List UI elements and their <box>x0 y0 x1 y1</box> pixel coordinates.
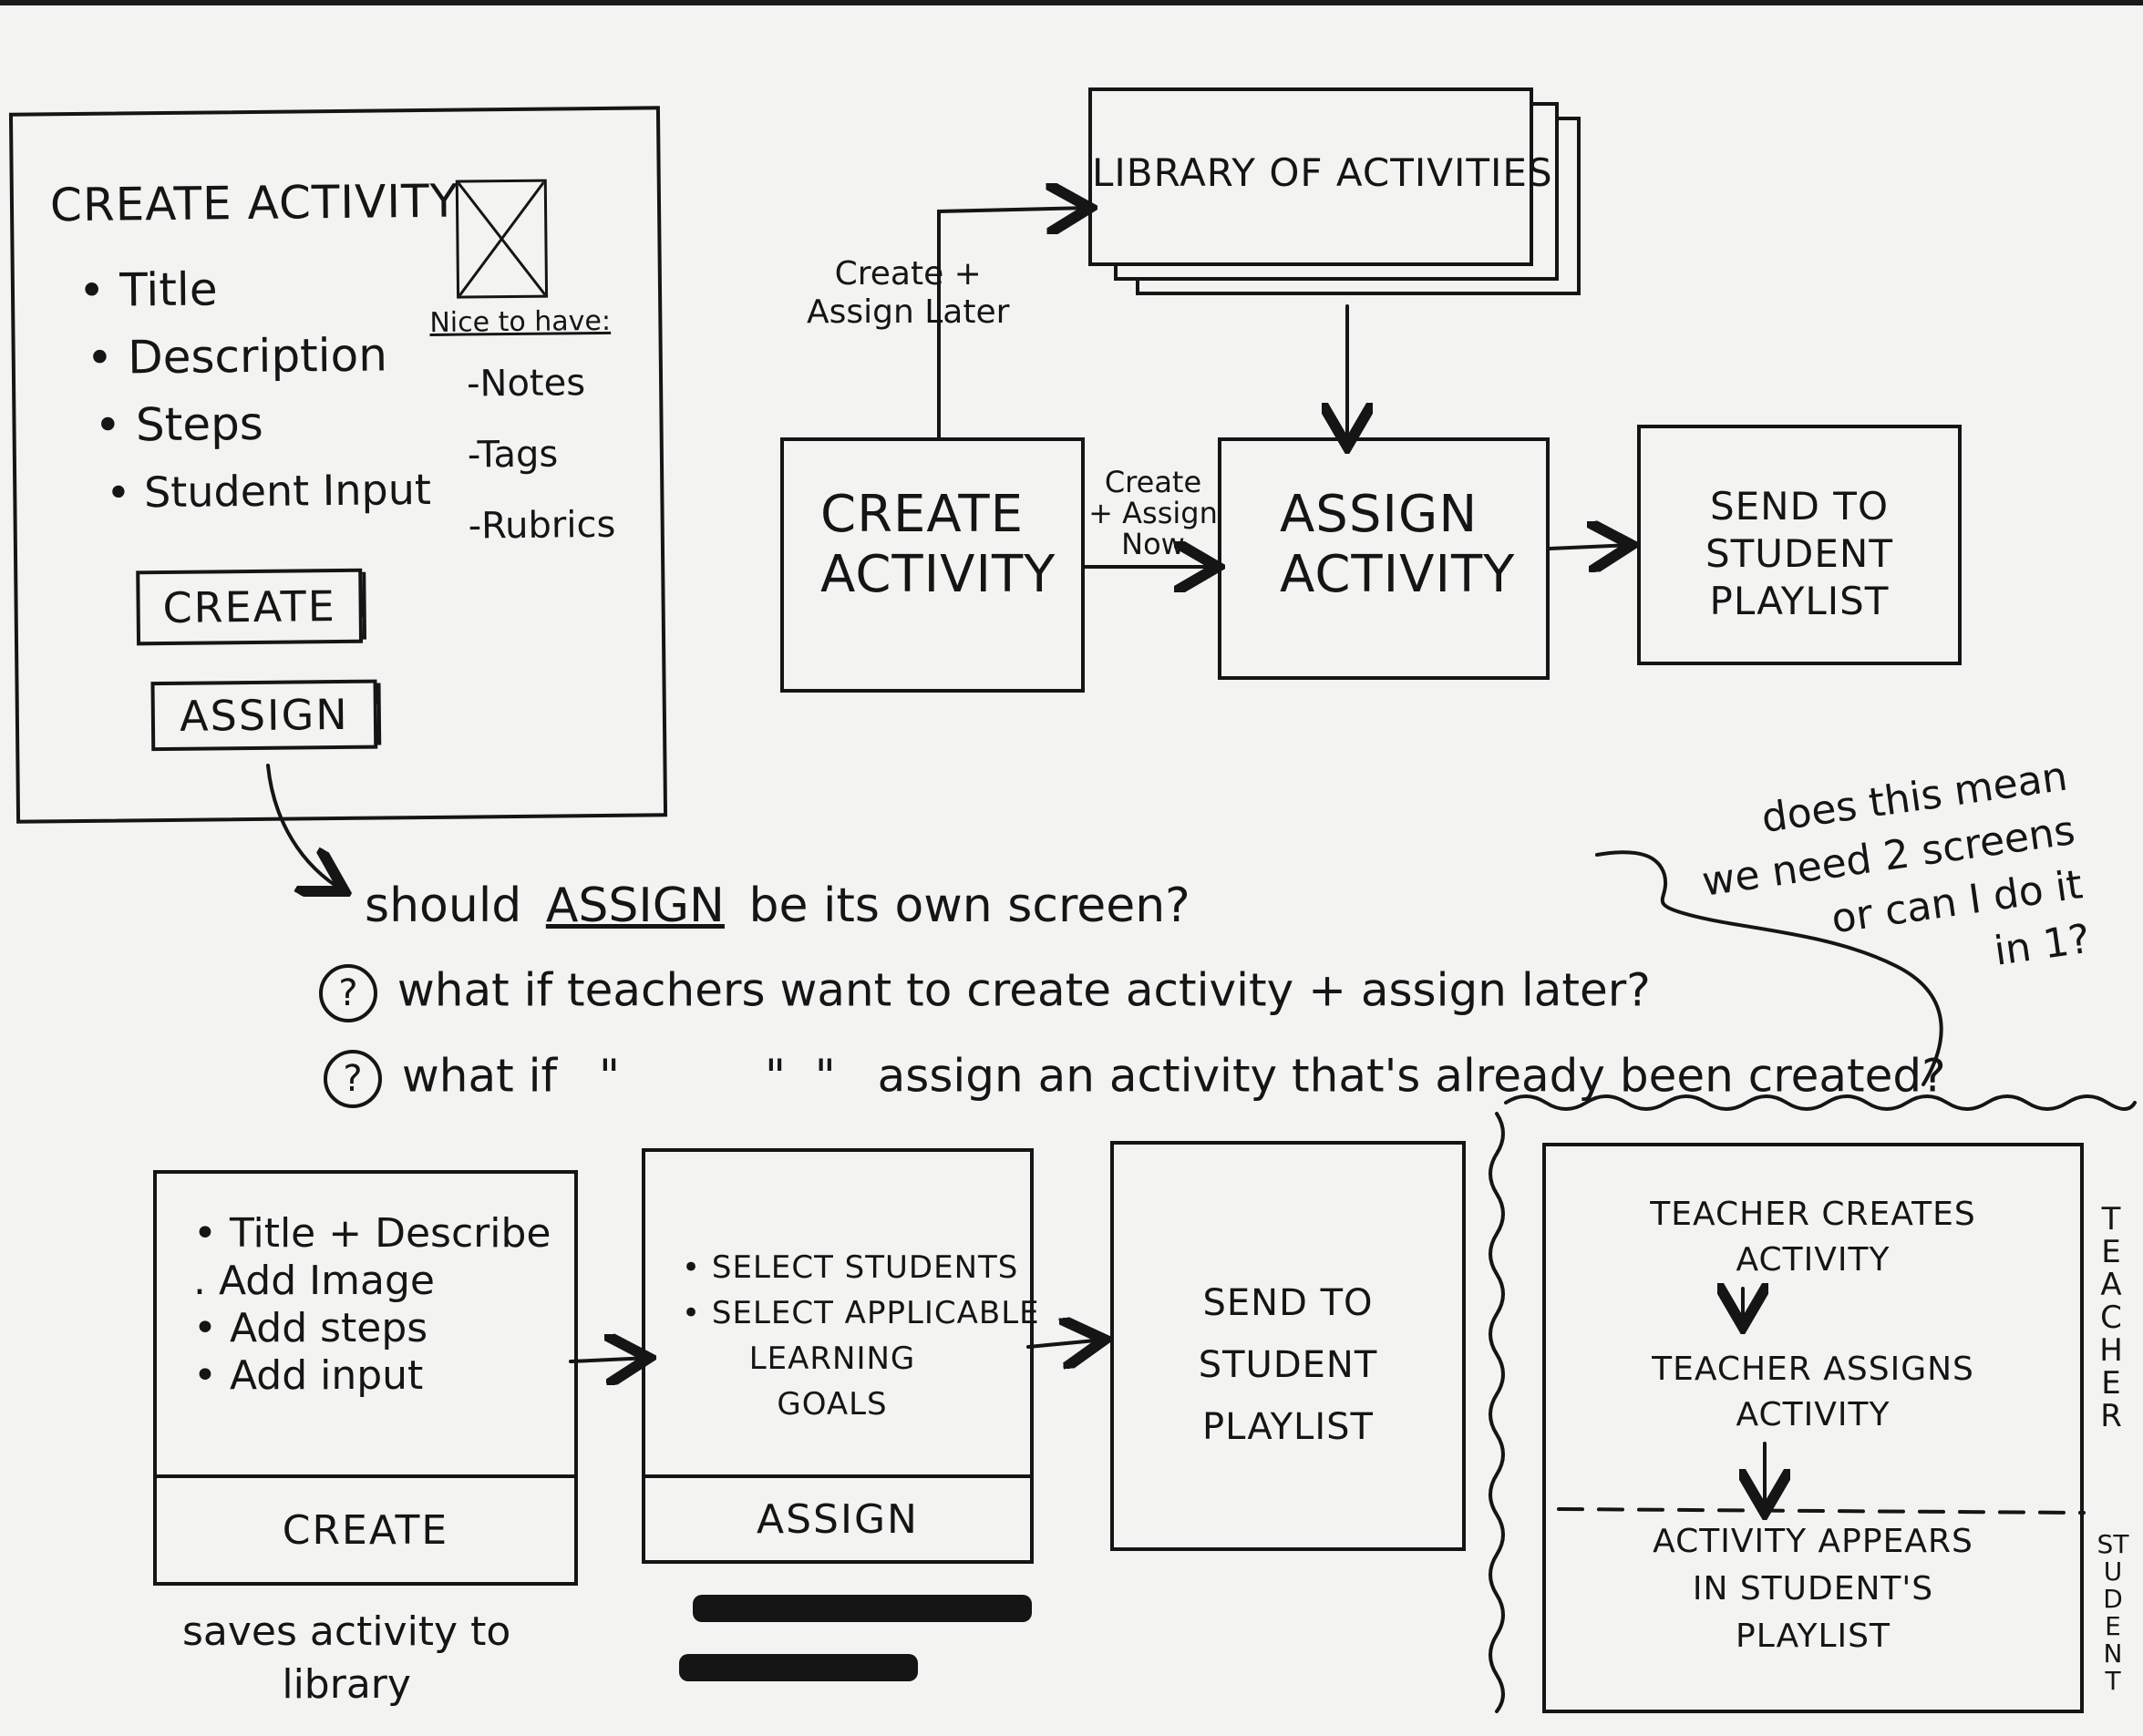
student-playlist-step: ACTIVITY APPEARS IN STUDENT'S PLAYLIST <box>1653 1523 1973 1655</box>
create-item: • Add steps <box>193 1305 428 1351</box>
create-activity-label: CREATE ACTIVITY <box>820 485 1056 604</box>
create-items-list: • Title + Describe . Add Image • Add ste… <box>193 1210 551 1400</box>
create-footer-button[interactable]: CREATE <box>157 1474 574 1582</box>
create-to-assign-arrow <box>569 1358 649 1361</box>
create-screen-sketch: • Title + Describe . Add Image • Add ste… <box>153 1170 578 1586</box>
scribbled-out-text <box>693 1595 1032 1622</box>
send-label: SEND TO STUDENT PLAYLIST <box>1198 1282 1378 1448</box>
assign-keyword: ASSIGN <box>545 878 725 933</box>
question-mark-icon: ? <box>319 964 377 1022</box>
assign-activity-box: ASSIGN ACTIVITY <box>1218 437 1550 680</box>
teacher-assigns-step: TEACHER ASSIGNS ACTIVITY <box>1652 1351 1974 1433</box>
assign-to-send-bottom-arrow <box>1026 1340 1105 1347</box>
create-caption: saves activity to library <box>182 1608 511 1708</box>
image-placeholder-icon <box>455 179 549 299</box>
student-lane-label: STUDENT <box>2097 1529 2129 1696</box>
send-to-playlist-label: SEND TO STUDENT PLAYLIST <box>1705 484 1893 623</box>
send-to-student-playlist-box: SEND TO STUDENT PLAYLIST <box>1637 425 1962 665</box>
assign-footer-button[interactable]: ASSIGN <box>645 1474 1030 1560</box>
create-item: • Title + Describe <box>193 1210 551 1257</box>
teacher-lane-label: TEACHER <box>2099 1201 2123 1434</box>
assign-to-send-arrow <box>1548 545 1632 549</box>
create-item: . Add Image <box>193 1258 435 1304</box>
photo-top-edge <box>0 0 2143 5</box>
wavy-divider-horizontal <box>1504 1094 2137 1111</box>
assign-item: • SELECT STUDENTS <box>682 1249 1019 1286</box>
create-activity-wireframe: CREATE ACTIVITY • Title • Description • … <box>8 106 668 824</box>
assign-activity-label: ASSIGN ACTIVITY <box>1280 485 1516 604</box>
assign-items-list: • SELECT STUDENTS • SELECT APPLICABLE LE… <box>682 1245 1040 1427</box>
question-assign-later: ? what if teachers want to create activi… <box>319 964 1651 1022</box>
create-assign-later-label: Create + Assign Later <box>807 255 1010 331</box>
assign-screen-question: should ASSIGN be its own screen? <box>365 878 1190 933</box>
swimlane-divider <box>1557 1507 2086 1515</box>
assign-item: • SELECT APPLICABLE <box>682 1295 1040 1331</box>
side-note-pointer <box>1595 850 1943 1086</box>
create-assign-now-label: Create + Assign Now <box>1088 465 1218 561</box>
create-item: • Add input <box>193 1352 424 1399</box>
scribbled-out-text <box>679 1654 918 1681</box>
swimlane-box: TEACHER CREATES ACTIVITY TEACHER ASSIGNS… <box>1542 1143 2084 1713</box>
question-already-created: ? what if " " " assign an activity that'… <box>324 1050 1946 1108</box>
assign-later-arrow <box>937 208 1090 439</box>
assign-screen-sketch: • SELECT STUDENTS • SELECT APPLICABLE LE… <box>642 1148 1039 1564</box>
wavy-divider-vertical <box>1489 1112 1505 1713</box>
create-activity-box: CREATE ACTIVITY <box>780 437 1085 693</box>
library-of-activities-box: LIBRARY OF ACTIVITIES <box>1088 87 1553 266</box>
teacher-creates-step: TEACHER CREATES ACTIVITY <box>1650 1196 1976 1279</box>
library-label: LIBRARY OF ACTIVITIES <box>1092 150 1553 195</box>
question-mark-icon: ? <box>324 1050 382 1108</box>
assign-question-arrow <box>266 764 345 891</box>
